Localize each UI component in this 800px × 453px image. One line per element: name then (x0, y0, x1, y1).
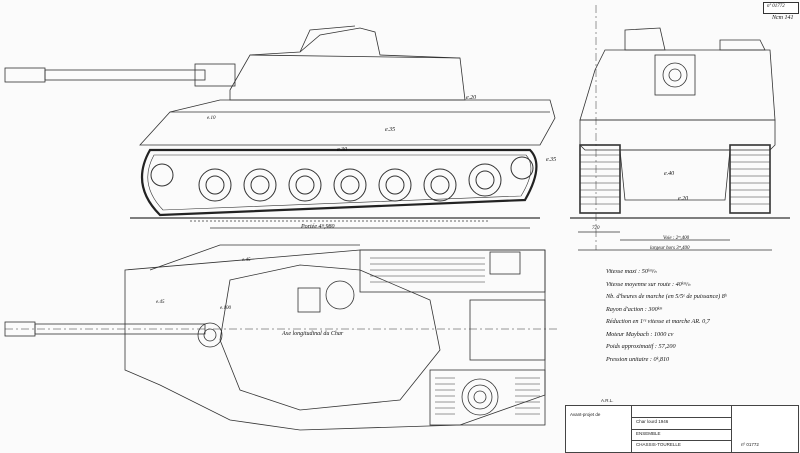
spec-max-speed: Vitesse maxi : 50ᵏᵐ/ₕ (606, 268, 657, 275)
top-view (4, 244, 560, 431)
title-block-header: A.R.L. (601, 398, 614, 403)
armor-label-top: e.20 (466, 95, 477, 101)
title-block-subtitle: CHASSIS-TOURELLE (636, 442, 681, 447)
armor-label-belly: e.20 (678, 196, 689, 202)
radiator-grilles (370, 257, 540, 415)
armor-label-mantlet: e.10 (207, 116, 216, 121)
armor-label-hull-side: e.35 (385, 127, 396, 133)
armor-label-glacis: e.45 (156, 300, 165, 305)
longitudinal-axis-label: Axe longitudinal du Char (282, 331, 344, 337)
spec-reduction: Réduction en 1ʳᵉ vitesse et marche AR. 0… (606, 318, 710, 325)
armor-label-front: e.35 (546, 157, 557, 163)
armor-label-top-deck: e.45 (242, 258, 251, 263)
track-width-dimension: 720 (592, 226, 600, 231)
title-block-subject: Char lourd 1946 (636, 419, 669, 424)
track-hatching (580, 154, 770, 205)
armor-label-turret-front: e.100 (220, 306, 231, 311)
title-block-title: ENSEMBLE (636, 431, 661, 436)
title-block-project: Avant-projet de (570, 412, 601, 417)
armor-label-nose: e.40 (664, 171, 675, 177)
ground-contact-dimension: Portée 4ᵐ,980 (301, 224, 335, 230)
sheet-reference: Ncm 141 (772, 15, 794, 21)
spec-range: Rayon d'action : 300ᵏᵐ (606, 306, 662, 313)
armor-label-lower: e.30 (337, 147, 348, 153)
overall-width-dimension: largeur hors 3ᵐ,400 (650, 246, 690, 251)
road-wheels (150, 156, 534, 202)
spec-hours: Nb. d'heures de marche (en 5/5ᵉ de puiss… (606, 293, 727, 300)
drawing-number: nº 01772 (767, 4, 785, 9)
title-block: Avant-projet de Char lourd 1946 ENSEMBLE… (565, 405, 799, 453)
spec-engine: Moteur Maybach : 1000 cv (606, 331, 674, 338)
front-view (570, 5, 790, 251)
title-block-number: nº 01772 (741, 442, 759, 447)
side-view (4, 25, 556, 229)
spec-pressure: Pression unitaire : 0ᵏ,810 (606, 356, 670, 363)
drawing-number-box: nº 01772 (763, 2, 799, 14)
gauge-dimension: Voie : 2ᵐ,400 (663, 236, 690, 241)
spec-weight: Poids approximatif : 57,200 (606, 343, 676, 350)
spec-road-speed: Vitesse moyenne sur route : 40ᵏᵐ/ₕ (606, 281, 691, 288)
